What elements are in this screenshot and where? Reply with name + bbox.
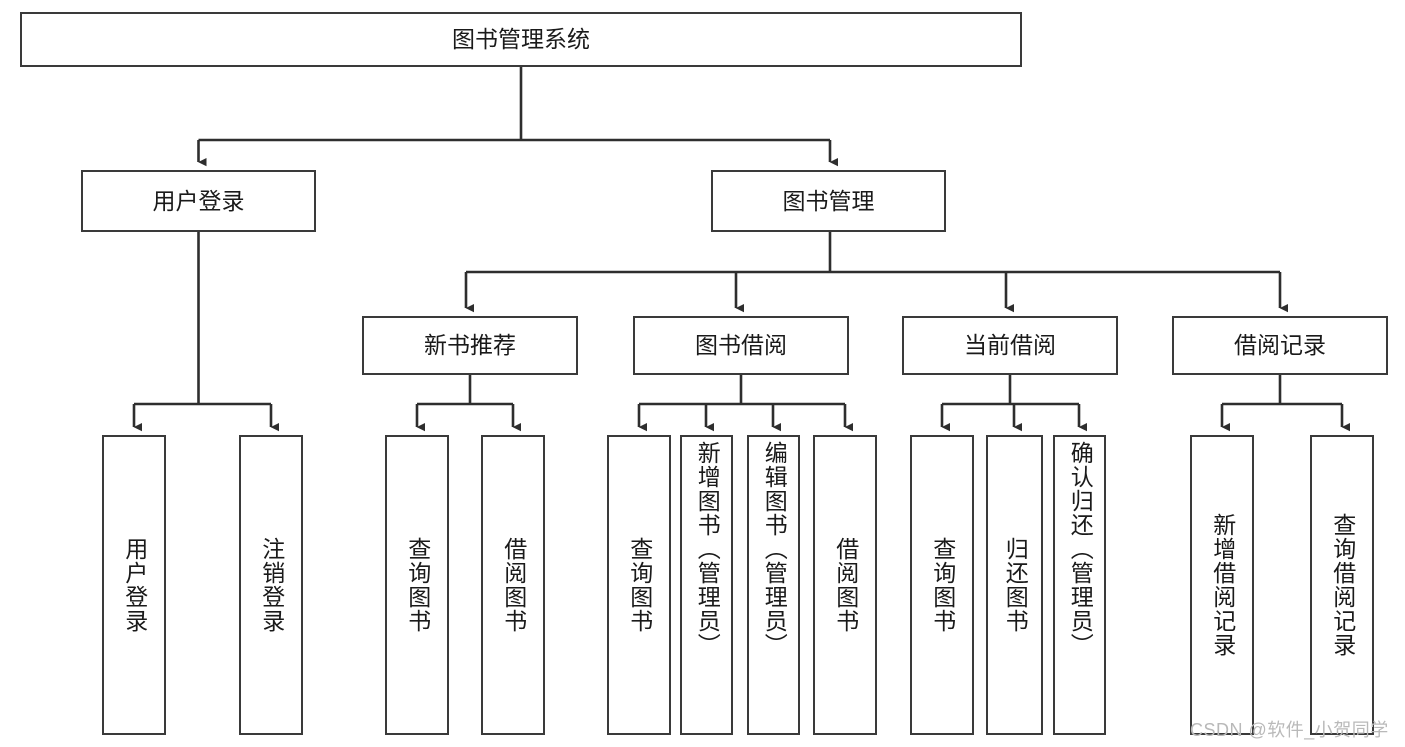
node-leaf-add-book-label: 新增图书（管理员） [694, 441, 721, 657]
node-borrow-record[interactable]: 借阅记录 [1172, 316, 1388, 375]
node-leaf-query-record-label: 查询借阅记录 [1329, 513, 1356, 657]
node-leaf-user-login-label: 用户登录 [121, 537, 148, 633]
node-leaf-edit-book-label: 编辑图书（管理员） [761, 441, 788, 657]
node-leaf-borrow-book-1-label: 借阅图书 [500, 537, 527, 633]
node-leaf-query-book-1-label: 查询图书 [404, 537, 431, 633]
node-leaf-user-logout-label: 注销登录 [258, 537, 285, 633]
node-leaf-add-record[interactable]: 新增借阅记录 [1190, 435, 1254, 735]
node-current-borrow[interactable]: 当前借阅 [902, 316, 1118, 375]
node-leaf-borrow-book-1[interactable]: 借阅图书 [481, 435, 545, 735]
node-leaf-query-book-2-label: 查询图书 [626, 537, 653, 633]
node-leaf-query-book-3-label: 查询图书 [929, 537, 956, 633]
node-leaf-borrow-book-2-label: 借阅图书 [832, 537, 859, 633]
node-leaf-query-book-3[interactable]: 查询图书 [910, 435, 974, 735]
node-leaf-add-record-label: 新增借阅记录 [1209, 513, 1236, 657]
node-leaf-return-book[interactable]: 归还图书 [986, 435, 1043, 735]
node-leaf-query-book-2[interactable]: 查询图书 [607, 435, 671, 735]
node-leaf-return-book-label: 归还图书 [1002, 537, 1029, 633]
node-new-book-rec-label: 新书推荐 [424, 332, 516, 359]
node-leaf-query-book-1[interactable]: 查询图书 [385, 435, 449, 735]
node-book-borrow-label: 图书借阅 [695, 332, 787, 359]
node-root-label: 图书管理系统 [452, 26, 590, 53]
node-leaf-add-book[interactable]: 新增图书（管理员） [680, 435, 733, 735]
node-leaf-user-login[interactable]: 用户登录 [102, 435, 166, 735]
node-book-manage[interactable]: 图书管理 [711, 170, 946, 232]
node-new-book-rec[interactable]: 新书推荐 [362, 316, 578, 375]
node-book-manage-label: 图书管理 [782, 187, 875, 214]
node-leaf-user-logout[interactable]: 注销登录 [239, 435, 303, 735]
node-user-login[interactable]: 用户登录 [81, 170, 316, 232]
node-leaf-query-record[interactable]: 查询借阅记录 [1310, 435, 1374, 735]
node-leaf-edit-book[interactable]: 编辑图书（管理员） [747, 435, 800, 735]
node-book-borrow[interactable]: 图书借阅 [633, 316, 849, 375]
csdn-watermark: CSDN @软件_小贺同学 [1190, 720, 1389, 740]
node-user-login-label: 用户登录 [152, 187, 245, 214]
node-current-borrow-label: 当前借阅 [964, 332, 1056, 359]
node-root[interactable]: 图书管理系统 [20, 12, 1022, 67]
node-leaf-borrow-book-2[interactable]: 借阅图书 [813, 435, 877, 735]
node-leaf-confirm-return-label: 确认归还（管理员） [1067, 441, 1094, 657]
node-leaf-confirm-return[interactable]: 确认归还（管理员） [1053, 435, 1106, 735]
node-borrow-record-label: 借阅记录 [1234, 332, 1326, 359]
